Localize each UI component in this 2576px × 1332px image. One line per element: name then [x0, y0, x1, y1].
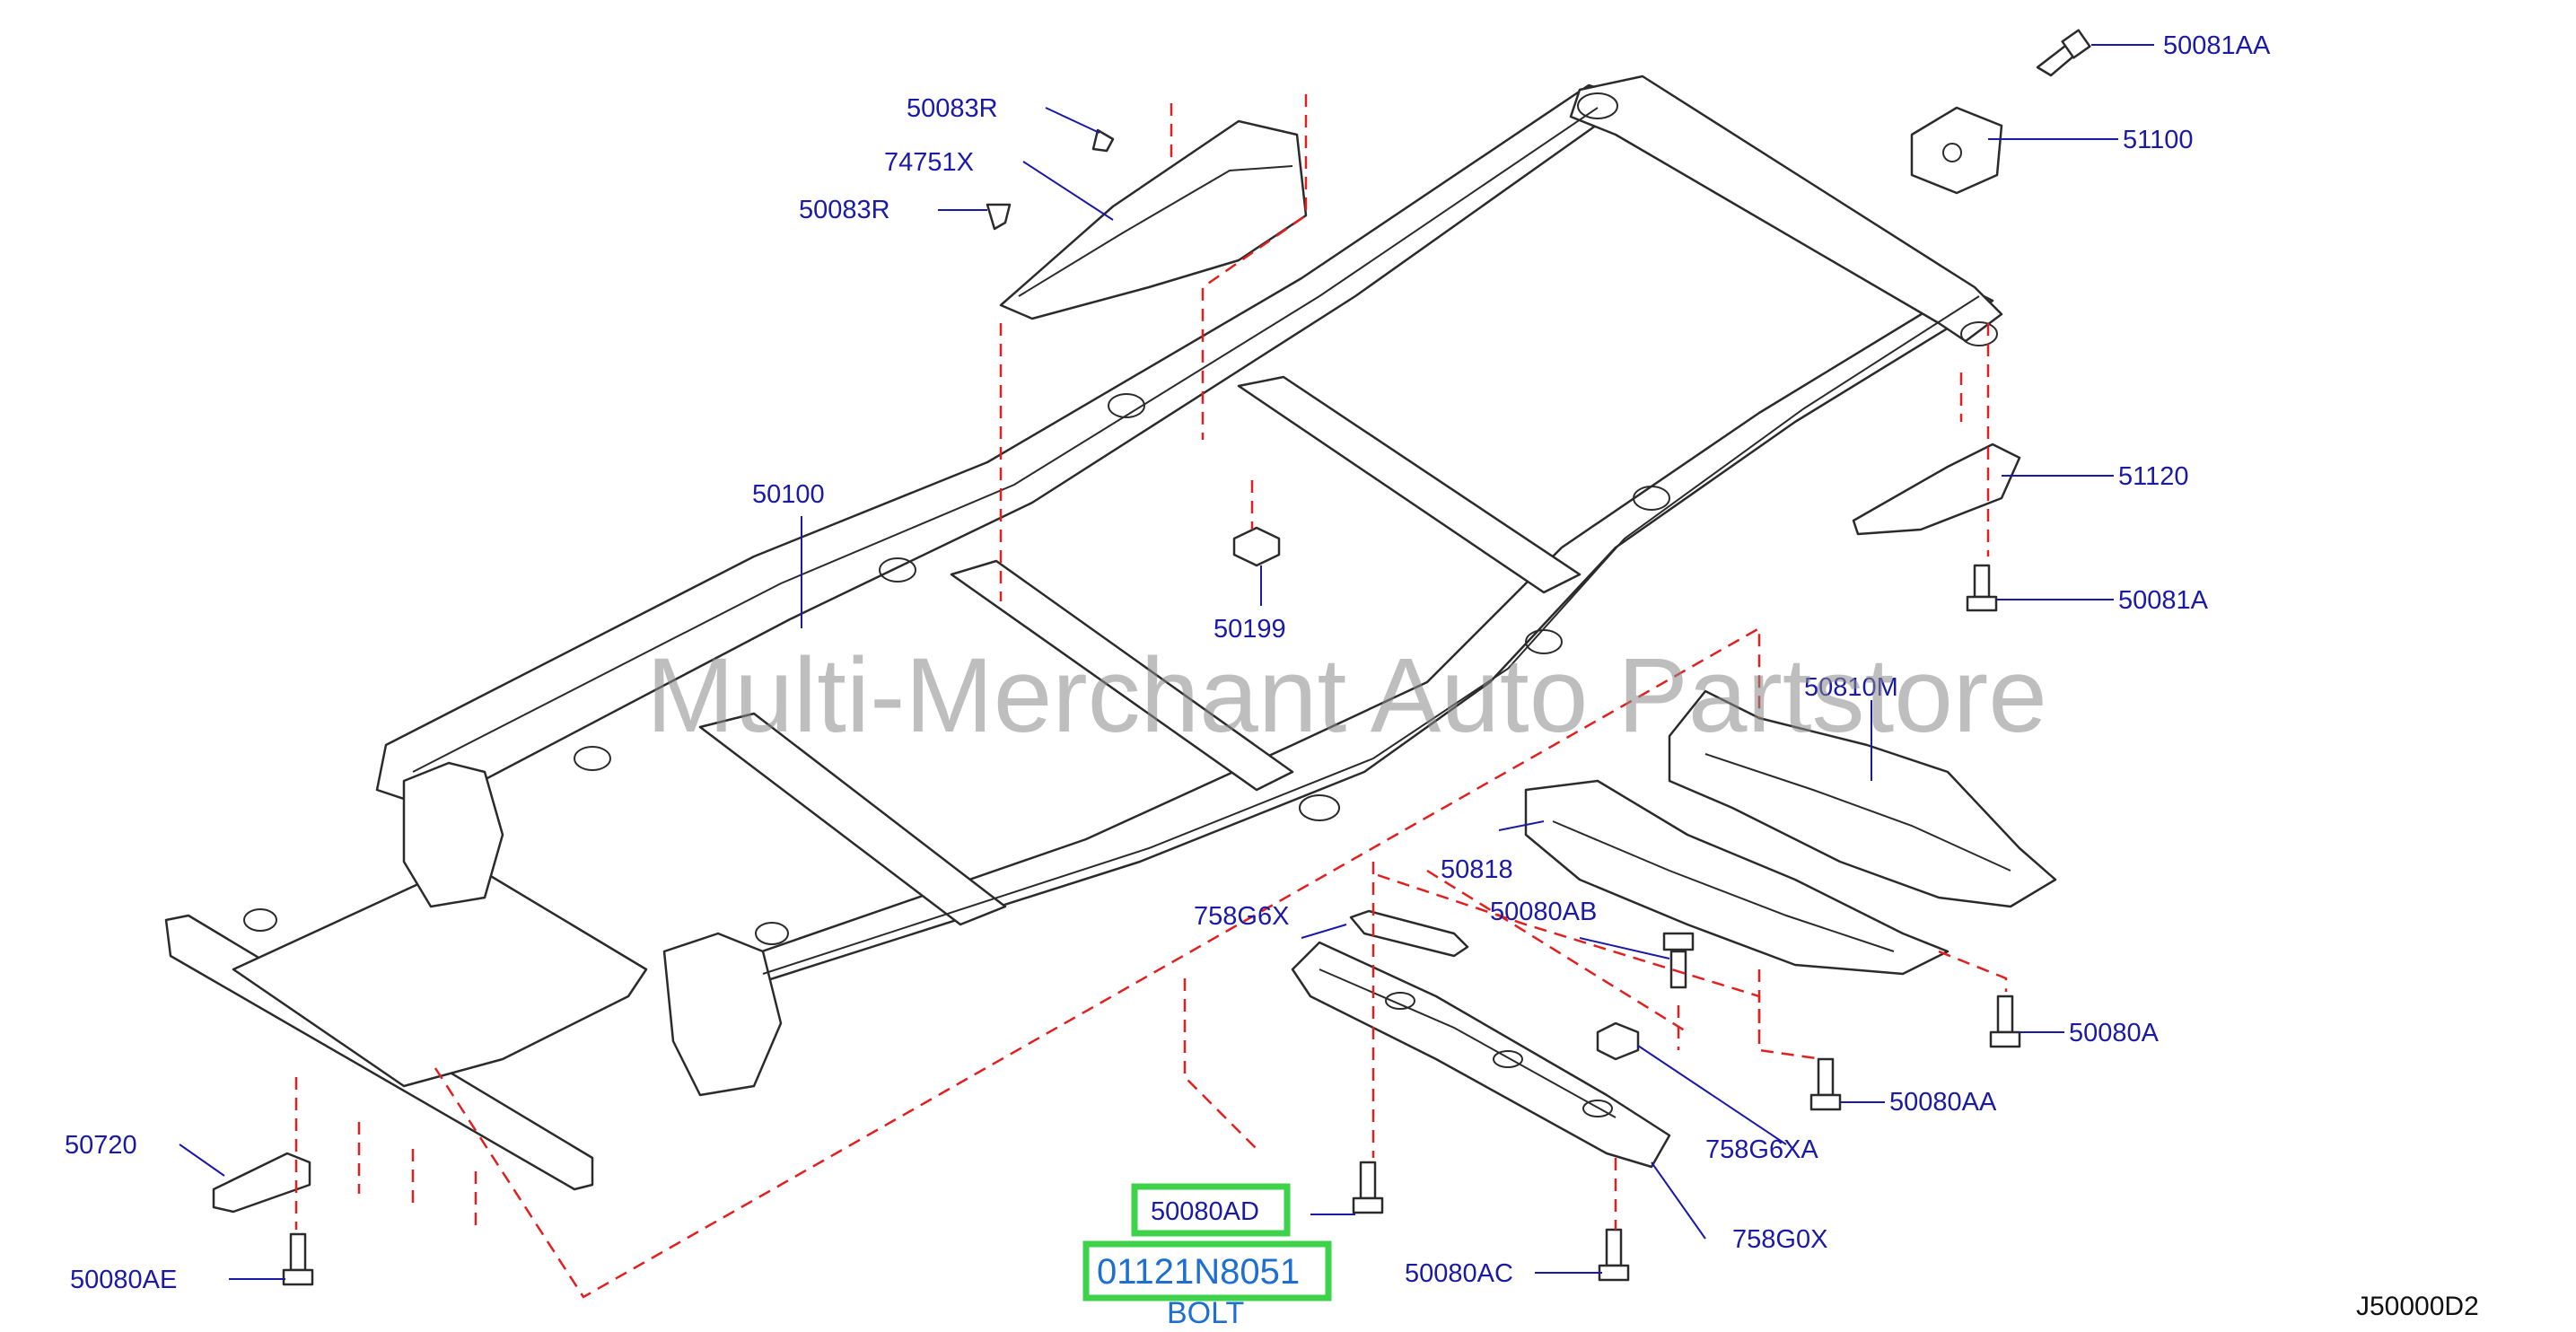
selected-part-highlight: 50080AD 01121N8051 BOLT — [1082, 1183, 1332, 1330]
clip-50083R-mid — [986, 203, 1012, 231]
highlight-box-part-code — [1131, 1183, 1291, 1237]
callout-50810M[interactable]: 50810M — [1804, 673, 1898, 702]
callout-74751X[interactable]: 74751X — [884, 148, 974, 177]
watermark: Multi-Merchant Auto Partstore — [646, 636, 2047, 755]
callout-labels: 50081AA 51100 50083R 74751X 50083R 50100… — [65, 31, 2271, 1294]
callout-51100[interactable]: 51100 — [2123, 126, 2194, 154]
bolt-50080AD — [1359, 1161, 1377, 1200]
frame-assembly — [164, 74, 2003, 1191]
rear-cross-member — [1569, 74, 2003, 343]
highlight-part-number[interactable]: 01121N8051 — [1097, 1252, 1300, 1292]
callout-50080AE[interactable]: 50080AE — [70, 1266, 177, 1294]
bracket-51120 — [1852, 443, 2021, 536]
bolts — [282, 932, 2021, 1286]
diagram-code: J50000D2 — [2356, 1292, 2479, 1321]
small-parts — [212, 29, 2091, 1286]
callout-758G6X[interactable]: 758G6X — [1194, 902, 1289, 931]
callout-50081A[interactable]: 50081A — [2118, 586, 2209, 615]
callout-758G6XA[interactable]: 758G6XA — [1705, 1135, 1818, 1164]
callout-758G0X[interactable]: 758G0X — [1732, 1225, 1827, 1254]
callout-50083R-mid[interactable]: 50083R — [799, 196, 890, 224]
cross-member-3 — [698, 712, 1007, 926]
bracket-51100 — [1910, 106, 2003, 195]
bracket-758G6XA — [1596, 1021, 1640, 1061]
right-suspension-tower — [662, 932, 783, 1097]
callout-50081AA[interactable]: 50081AA — [2163, 31, 2271, 60]
callout-50100[interactable]: 50100 — [752, 480, 825, 509]
bolt-50080AA — [1817, 1057, 1835, 1097]
callout-50199[interactable]: 50199 — [1214, 615, 1286, 644]
callout-50720[interactable]: 50720 — [65, 1131, 137, 1160]
callout-50080A[interactable]: 50080A — [2069, 1019, 2160, 1047]
bolt-50080AE — [289, 1232, 307, 1272]
callout-50080AA[interactable]: 50080AA — [1889, 1088, 1997, 1117]
spacer-50199 — [1232, 526, 1281, 567]
bolt-50080A — [1996, 995, 2014, 1034]
bolt-50080AC — [1605, 1228, 1623, 1267]
callout-50818[interactable]: 50818 — [1441, 855, 1513, 884]
skid-plate-50818 — [1524, 779, 1950, 976]
clip-50083R-top — [1091, 128, 1115, 153]
callout-50080AB[interactable]: 50080AB — [1490, 898, 1597, 926]
bracket-758G6X — [1349, 909, 1469, 958]
callout-50080AC[interactable]: 50080AC — [1405, 1259, 1513, 1288]
highlight-box-part-number — [1082, 1240, 1332, 1301]
bolt-50080AB — [1669, 950, 1687, 989]
left-suspension-tower — [402, 761, 504, 908]
cross-member-2 — [950, 559, 1294, 792]
body-mount-bosses — [243, 92, 1998, 945]
bolt-50081A — [1973, 564, 1991, 599]
bracket-50720 — [212, 1152, 311, 1214]
highlight-description: BOLT — [1167, 1296, 1244, 1330]
leader-lines — [179, 44, 2154, 1280]
callout-50083R-top[interactable]: 50083R — [907, 94, 998, 123]
cross-member-1 — [1237, 375, 1582, 594]
highlight-part-code[interactable]: 50080AD — [1151, 1197, 1259, 1226]
dashed-guides — [294, 94, 2008, 1299]
heat-shield-74751X — [999, 119, 1308, 320]
callout-51120[interactable]: 51120 — [2118, 462, 2189, 491]
